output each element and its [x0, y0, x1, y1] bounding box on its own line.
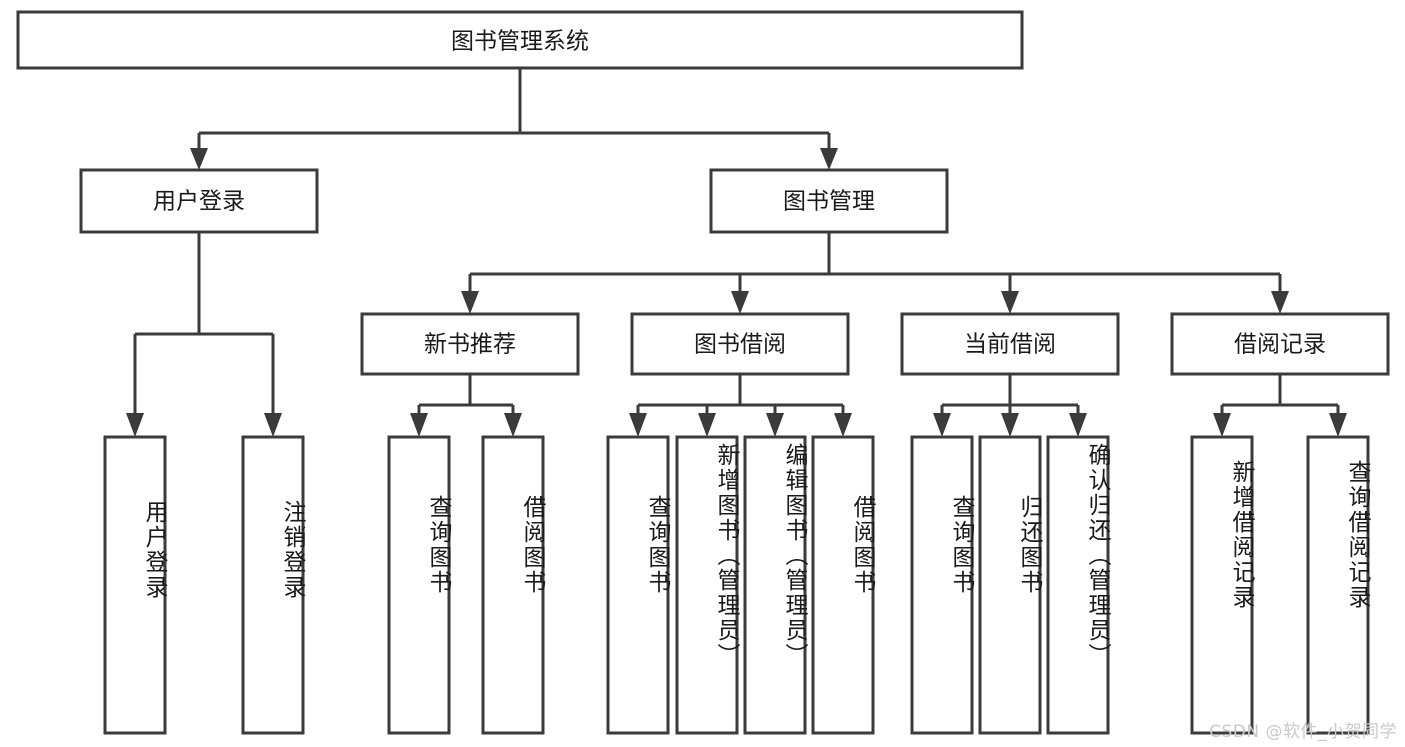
- arrow-head-leaf-add-book: [698, 413, 716, 437]
- arrow-head-current-borrow: [1001, 291, 1019, 314]
- arrow-head-leaf-logout: [264, 413, 282, 437]
- node-borrow-record-label: 借阅记录: [1234, 332, 1326, 358]
- leaf-box-borrow-book-2[interactable]: [811, 435, 875, 735]
- connector-group-book-manage: [461, 232, 1289, 314]
- arrow-head-leaf-query-record: [1329, 413, 1347, 437]
- leaf-box-return-book[interactable]: [978, 435, 1042, 735]
- leaf-box-borrow-book-1[interactable]: [481, 435, 545, 735]
- leaf-box-query-book-2[interactable]: [606, 435, 670, 735]
- arrow-head-book-borrow: [731, 291, 749, 314]
- node-book-borrow-box[interactable]: [630, 312, 850, 376]
- node-book-manage-label: 图书管理: [783, 189, 875, 215]
- connector-group-user-login: [126, 232, 282, 437]
- node-current-borrow-box[interactable]: [900, 312, 1120, 376]
- arrow-head-leaf-borrow-book-1: [504, 413, 522, 437]
- node-user-login-box[interactable]: [79, 168, 319, 234]
- leaf-box-logout[interactable]: [241, 435, 305, 735]
- arrow-head-new-book: [461, 291, 479, 314]
- arrow-head-leaf-edit-book: [766, 413, 784, 437]
- arrow-head-leaf-query-book-1: [410, 413, 428, 437]
- node-new-book-box[interactable]: [360, 312, 580, 376]
- leaf-box-edit-book[interactable]: [743, 435, 807, 735]
- node-current-borrow-label: 当前借阅: [964, 332, 1056, 358]
- node-new-book-label: 新书推荐: [424, 332, 516, 358]
- arrow-head-leaf-query-book-2: [629, 413, 647, 437]
- leaf-box-query-book-3[interactable]: [910, 435, 974, 735]
- node-book-borrow-label: 图书借阅: [694, 332, 786, 358]
- arrow-head-borrow-record: [1271, 291, 1289, 314]
- node-root-label: 图书管理系统: [451, 29, 589, 55]
- node-root-box[interactable]: [16, 10, 1024, 70]
- connector-group-borrow-record-leaves: [1213, 374, 1347, 437]
- arrow-head-leaf-return-book: [1001, 413, 1019, 437]
- connector-group-new-book-leaves: [410, 374, 522, 437]
- arrow-head-leaf-query-book-3: [933, 413, 951, 437]
- arrow-head-leaf-add-record: [1213, 413, 1231, 437]
- leaf-box-query-book-1[interactable]: [387, 435, 451, 735]
- csdn-watermark: CSDN @软件_小贺同学: [1209, 722, 1397, 742]
- leaf-box-user-login[interactable]: [103, 435, 167, 735]
- leaf-box-add-book[interactable]: [675, 435, 739, 735]
- arrow-head-leaf-confirm-return: [1069, 413, 1087, 437]
- arrow-head-user-login: [190, 148, 208, 170]
- leaf-box-confirm-return[interactable]: [1046, 435, 1110, 735]
- connector-group-root: [190, 68, 838, 170]
- arrow-head-leaf-borrow-book-2: [834, 413, 852, 437]
- node-borrow-record-box[interactable]: [1170, 312, 1390, 376]
- connector-group-current-borrow-leaves: [933, 374, 1087, 437]
- node-user-login-label: 用户登录: [153, 189, 245, 215]
- leaf-box-query-record[interactable]: [1306, 435, 1370, 735]
- arrow-head-book-manage: [820, 148, 838, 170]
- connector-group-book-borrow-leaves: [629, 374, 852, 437]
- leaf-box-add-record[interactable]: [1190, 435, 1254, 735]
- arrow-head-leaf-user-login: [126, 413, 144, 437]
- node-book-manage-box[interactable]: [709, 168, 949, 234]
